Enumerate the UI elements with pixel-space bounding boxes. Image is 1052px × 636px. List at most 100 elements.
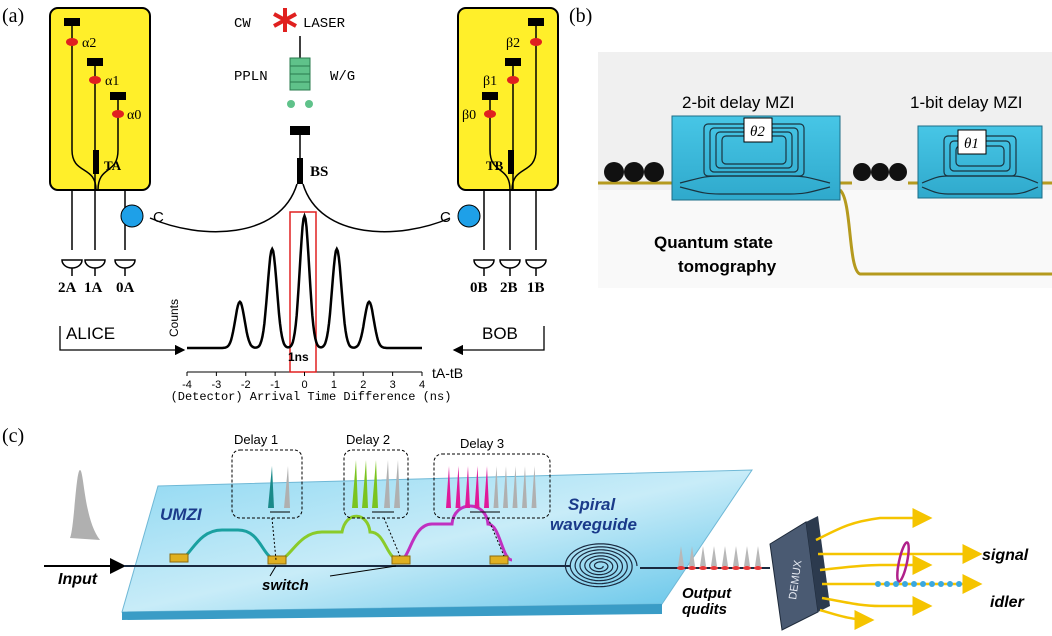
delay-3-pulse [446, 466, 451, 508]
grating-coupler-icon [482, 92, 498, 100]
qudit-pulse [678, 546, 684, 566]
x-tick-label: -3 [211, 379, 221, 391]
cw-label: CW [234, 16, 251, 32]
photonic-chip [121, 469, 753, 613]
detector-1a-label: 1A [84, 280, 103, 296]
output-label-2: qudits [682, 601, 727, 618]
grating-coupler-icon [528, 18, 544, 26]
qudit-marker [721, 566, 729, 570]
panel-a-label: (a) [2, 5, 24, 27]
tomography-waveguide [838, 188, 1052, 276]
alpha-2-label: α2 [82, 36, 96, 51]
laser-star-icon [273, 8, 297, 32]
counts-curve [187, 212, 422, 350]
delay-3-pulse [512, 466, 518, 508]
panel-a: (a) CW LASER PPLN W/G BS [2, 5, 559, 404]
coincidence-window [289, 211, 317, 373]
idler-dot [884, 581, 890, 587]
bob-detectors [473, 259, 547, 276]
spiral-label-2: waveguide [550, 515, 637, 534]
bob-label: BOB [482, 324, 518, 343]
delay-2-label: Delay 2 [346, 432, 390, 447]
qudit-pulse [689, 546, 695, 566]
photon-icon [305, 100, 313, 108]
delay-2-inset: Delay 2 [343, 432, 409, 557]
delay-3-pulse [474, 466, 480, 508]
switch-label: switch [262, 577, 309, 594]
umzi-3 [399, 504, 513, 562]
wg-label: W/G [330, 69, 355, 85]
qudit-marker [677, 566, 685, 570]
switch-coupler [489, 555, 509, 565]
theta1-box [957, 129, 987, 155]
idler-dot [875, 581, 881, 587]
x-tick-label: -4 [182, 379, 192, 391]
delay-3-pulse [503, 466, 508, 508]
grating-coupler-icon [110, 92, 126, 100]
delay-3-pulse [522, 466, 527, 508]
spiral-waveguide [564, 543, 638, 588]
theta2-box [743, 117, 773, 143]
switch-coupler [267, 555, 287, 565]
panel-c-label: (c) [2, 425, 24, 447]
idler-label: idler [990, 594, 1025, 611]
phase-shifter-icon [89, 76, 101, 84]
beam-splitter-icon [297, 158, 303, 184]
alpha-0-label: α0 [127, 108, 141, 123]
alice-label: ALICE [66, 324, 115, 343]
bob-chip [457, 7, 559, 191]
umzi-1 [177, 528, 279, 562]
grating-coupler-icon [505, 58, 521, 66]
bs-label: BS [310, 164, 328, 180]
qudit-marker [699, 566, 707, 570]
qst-line1: Quantum state [654, 233, 773, 252]
qudit-marker [732, 566, 740, 570]
photon-icon [287, 100, 295, 108]
x-tick-label: 3 [390, 379, 396, 391]
coupler-c-left [120, 204, 144, 228]
idler-dot [911, 581, 917, 587]
umzi-label: UMZI [160, 505, 203, 524]
delay-3-pulse [531, 466, 537, 508]
x-tick-label: 0 [301, 379, 307, 391]
grating-coupler-icon [87, 58, 103, 66]
detector-1b-label: 1B [527, 280, 545, 296]
alpha-1-label: α1 [105, 74, 119, 89]
c-left-label: C [153, 209, 164, 226]
x-tick-label: -1 [270, 379, 280, 391]
beta-2-label: β2 [506, 36, 520, 51]
qudit-pulse [755, 546, 761, 566]
qudit-marker [688, 566, 696, 570]
qudit-marker [743, 566, 751, 570]
phase-shifter-icon [112, 110, 124, 118]
delay-1-label: Delay 1 [234, 432, 278, 447]
idler-dot [920, 581, 926, 587]
delay-3-pulse [455, 466, 461, 508]
mzi2-label: 2-bit delay MZI [682, 93, 794, 112]
x-tick-label: 4 [419, 379, 425, 391]
panel-b-label: (b) [569, 5, 592, 27]
qudit-pulse [711, 546, 717, 566]
grating-coupler-icon [290, 126, 310, 135]
delay-3-pulse [493, 466, 499, 508]
laser-label: LASER [303, 16, 346, 32]
idler-dot [929, 581, 935, 587]
entanglement-icon [896, 541, 910, 583]
phase-shifter-icon [66, 38, 78, 46]
detector-2a-label: 2A [58, 280, 77, 296]
phase-shifter-icon [530, 38, 542, 46]
input-label: Input [58, 571, 98, 588]
chart-y-label: Counts [167, 299, 181, 337]
qudit-marker [754, 566, 762, 570]
idler-dot [947, 581, 953, 587]
spiral-label-1: Spiral [568, 495, 617, 514]
beta-0-label: β0 [462, 108, 476, 123]
output-qudits [677, 546, 762, 570]
detector-0b-label: 0B [470, 280, 488, 296]
delay-3-pulse [465, 466, 470, 508]
idler-dot [938, 581, 944, 587]
signal-label: signal [982, 547, 1029, 564]
output-label-1: Output [682, 585, 732, 602]
tritter-icon [508, 150, 514, 174]
